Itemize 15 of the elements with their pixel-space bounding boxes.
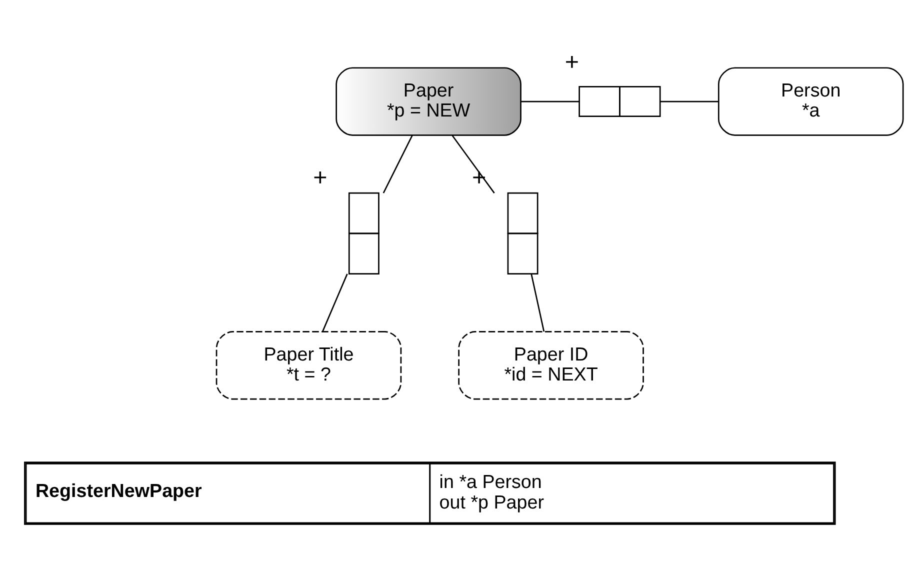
- connector: [530, 274, 545, 332]
- connector: [452, 135, 495, 194]
- connector: [322, 274, 348, 332]
- connector: [382, 135, 413, 194]
- connector: [520, 100, 580, 102]
- node-box: Paper *p = NEW: [336, 67, 522, 136]
- label: out *p Paper: [439, 491, 544, 512]
- node-label: +: [564, 48, 579, 76]
- node-box: Paper Title *t = ?: [216, 331, 402, 400]
- node-label: +: [313, 164, 328, 192]
- connector: [660, 100, 719, 102]
- label: RegisterNewPaper: [35, 480, 202, 501]
- node-box: Person *a: [718, 67, 904, 136]
- node-box: Paper ID *id = NEXT: [458, 331, 644, 400]
- label: in *a Person: [439, 471, 542, 492]
